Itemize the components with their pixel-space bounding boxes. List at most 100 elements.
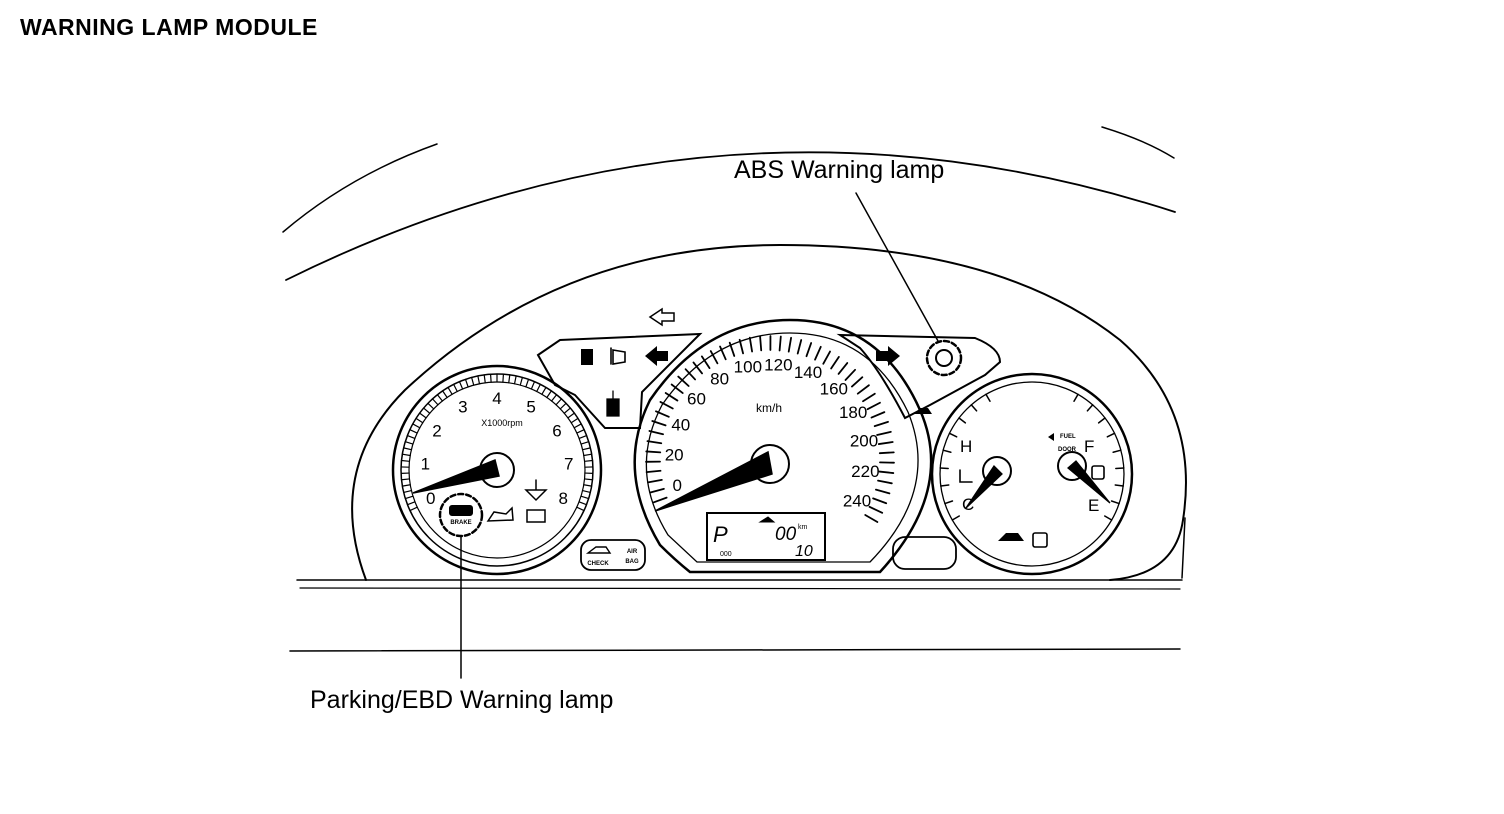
seatbelt-person-icon — [606, 390, 620, 417]
right-edge-stroke — [1181, 517, 1186, 579]
dial-tick — [580, 441, 590, 445]
dial-tick — [536, 383, 541, 393]
fuel-full-label: F — [1084, 437, 1094, 456]
dial-tick — [1112, 449, 1122, 454]
dial-tick — [423, 407, 431, 414]
dial-tick — [645, 469, 662, 474]
gear-indicator: P — [713, 522, 728, 547]
dial-tick — [567, 412, 575, 419]
temp-cold-label: C — [962, 495, 974, 514]
dash-outer-arc — [285, 151, 1176, 281]
speed-ticks — [645, 335, 895, 523]
dial-tick — [401, 453, 411, 457]
tach-number-5: 5 — [526, 398, 535, 417]
temp-fuel-gauge — [930, 372, 1134, 576]
dial-tick — [970, 404, 978, 412]
dial-tick — [447, 386, 453, 395]
headlight-icon — [610, 347, 626, 365]
dial-tick — [1086, 404, 1094, 412]
dial-tick — [581, 489, 591, 494]
speed-number-220: 220 — [851, 462, 879, 481]
dial-tick — [508, 374, 511, 384]
check-airbag-lamp-box — [580, 539, 646, 571]
dial-tick — [402, 447, 412, 451]
dial-tick — [738, 338, 744, 355]
dial-tick — [404, 441, 414, 445]
dial-tick — [427, 402, 435, 410]
speedo-housing — [633, 318, 933, 574]
tach-number-4: 4 — [492, 389, 501, 408]
dial-tick — [684, 368, 696, 381]
dial-tick — [576, 429, 585, 434]
check-engine-icon — [585, 546, 612, 554]
dial-tick — [659, 401, 674, 410]
tach-unit: X1000rpm — [481, 418, 523, 428]
dial-tick — [868, 505, 884, 514]
tach-number-8: 8 — [559, 489, 568, 508]
speed-number-140: 140 — [794, 363, 822, 382]
speed-number-200: 200 — [850, 432, 878, 451]
battery-icon — [526, 509, 546, 523]
dial-tick — [483, 374, 486, 384]
fuel-pump-icon — [1091, 465, 1105, 480]
dial-tick — [489, 373, 492, 383]
cruise-icon — [998, 533, 1024, 541]
dial-tick — [1115, 467, 1125, 470]
dial-tick — [400, 459, 411, 462]
dial-tick — [513, 375, 517, 385]
dial-tick — [412, 423, 421, 429]
speed-needle — [654, 450, 773, 512]
dial-tick — [778, 335, 782, 352]
dial-tick — [550, 394, 558, 402]
dial-tick — [805, 342, 813, 358]
dial-tick — [583, 459, 594, 462]
dial-tick — [787, 336, 792, 353]
parking-ebd-warning-lamp-callout: Parking/EBD Warning lamp — [310, 686, 614, 714]
dial-tick — [525, 378, 530, 388]
oil-pressure-icon — [486, 506, 514, 522]
door-ajar-icon — [914, 408, 932, 414]
temp-hot-label: H — [960, 437, 972, 456]
dial-tick — [939, 467, 949, 470]
dial-tick — [1103, 515, 1113, 521]
dial-tick — [878, 470, 895, 474]
check-label: CHECK — [587, 561, 609, 567]
speedometer — [633, 318, 933, 574]
dial-tick — [409, 506, 418, 512]
dial-tick — [814, 345, 822, 361]
tach-number-2: 2 — [432, 421, 441, 440]
dial-tick — [400, 478, 411, 481]
abs-lamp-icon — [935, 349, 953, 367]
dial-tick — [864, 514, 879, 523]
dial-tick — [582, 447, 592, 451]
dial-tick — [409, 429, 418, 434]
tachometer — [391, 364, 603, 576]
abs-leader-line — [855, 192, 939, 342]
dial-tick — [649, 487, 665, 494]
washer-icon — [524, 479, 548, 502]
fuel-door-arrow — [1048, 433, 1054, 441]
dial-tick — [563, 407, 571, 414]
dial-tick — [555, 398, 563, 406]
fuel-empty-label: E — [1088, 496, 1099, 515]
dial-tick — [406, 501, 416, 506]
dial-tick — [677, 375, 690, 387]
dial-tick — [404, 495, 414, 500]
dial-tick — [719, 345, 727, 361]
dial-tick — [748, 336, 753, 353]
dial-tick — [530, 381, 536, 390]
speed-number-160: 160 — [820, 379, 848, 398]
dial-tick — [878, 451, 895, 455]
speed-unit: km/h — [756, 401, 782, 415]
dial-tick — [573, 423, 582, 429]
dial-tick — [1106, 432, 1116, 438]
dial-tick — [872, 497, 888, 505]
dial-tick — [844, 368, 856, 381]
dial-tick — [580, 495, 590, 500]
dial-tick — [1097, 417, 1106, 424]
speed-number-120: 120 — [764, 355, 792, 374]
trip-value: 10 — [795, 543, 813, 560]
dial-tick — [403, 489, 413, 494]
